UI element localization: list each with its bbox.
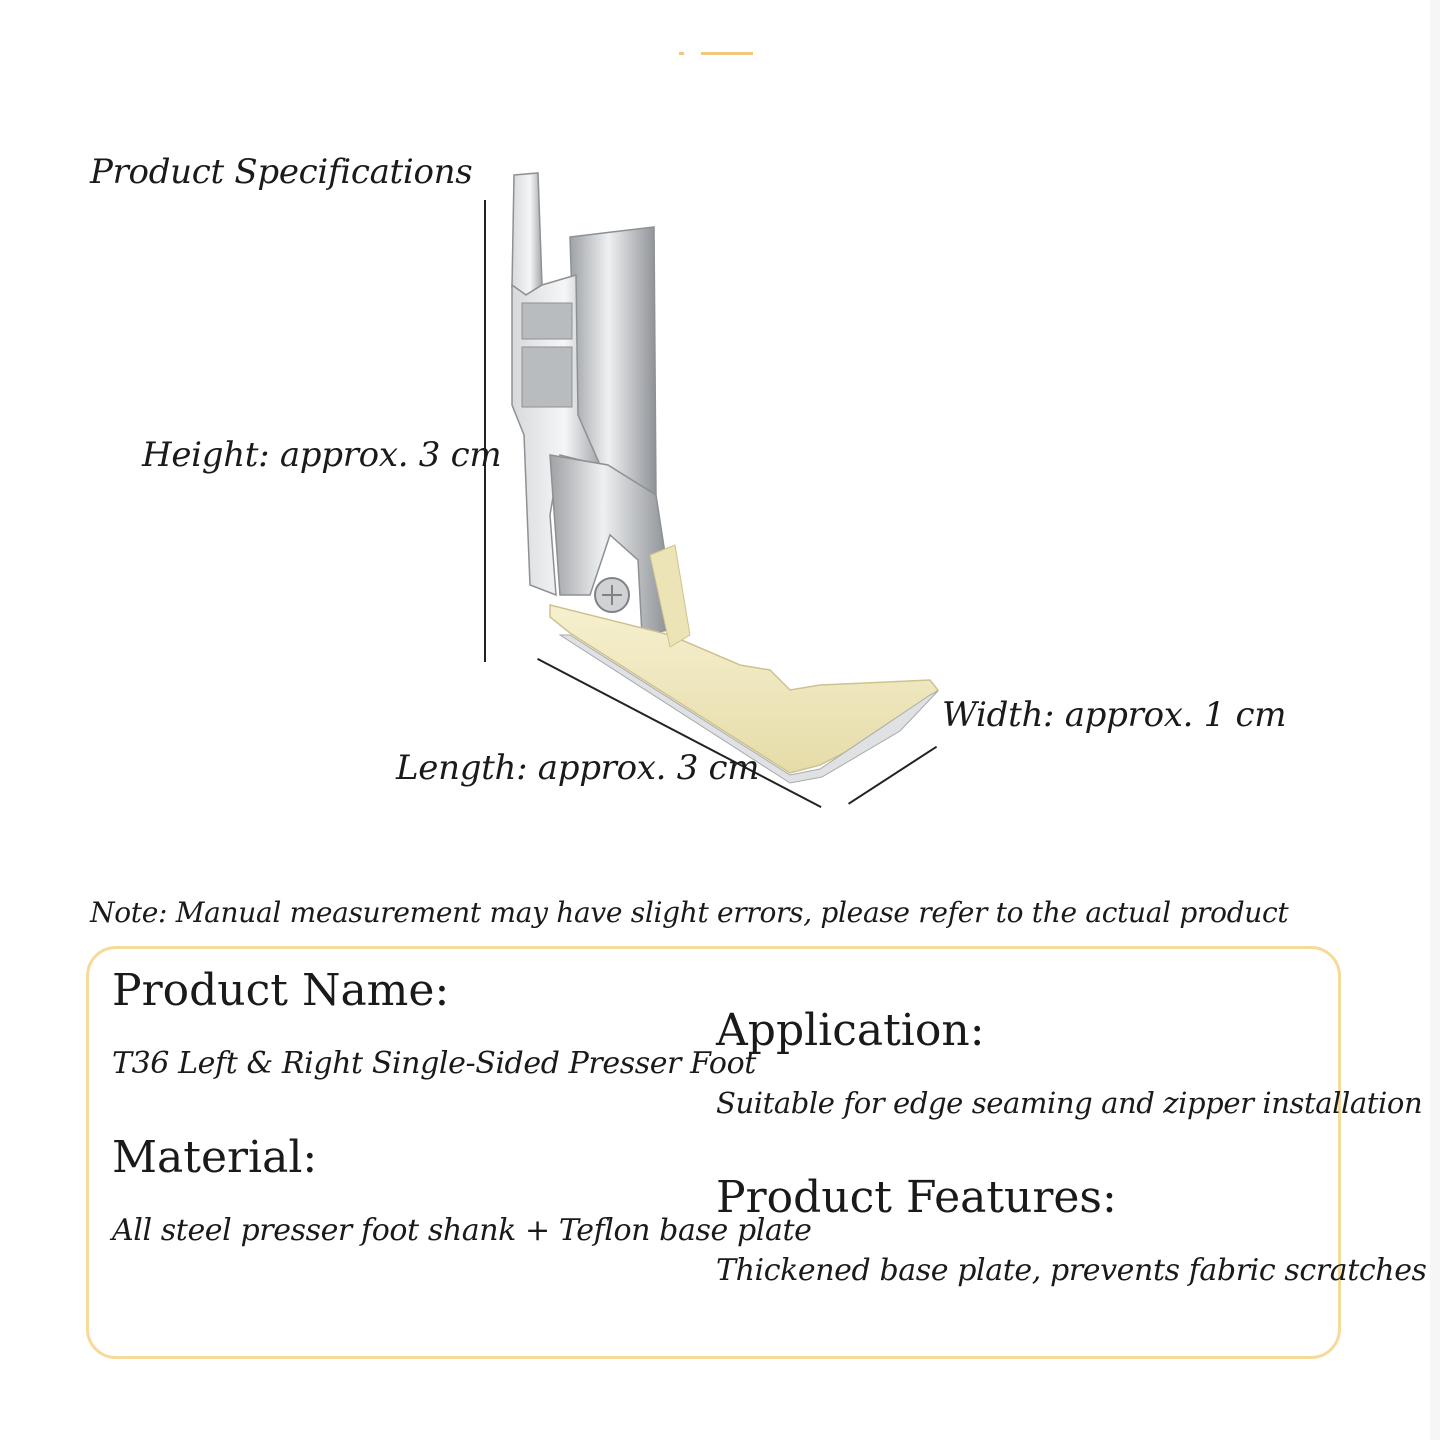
- product-details-panel: [86, 946, 1341, 1359]
- shank-left-prong: [511, 172, 543, 296]
- teflon-sole: [549, 604, 940, 774]
- product-name-heading: Product Name:: [112, 965, 450, 1016]
- width-label: Width: approx. 1 cm: [942, 695, 1287, 735]
- application-value: Suitable for edge seaming and zipper ins…: [716, 1086, 1423, 1120]
- steel-base-edge: [558, 634, 939, 784]
- features-heading: Product Features:: [716, 1172, 1117, 1223]
- material-heading: Material:: [112, 1132, 318, 1183]
- page-edge: [1430, 0, 1440, 1440]
- application-heading: Application:: [716, 1005, 985, 1056]
- measurement-note: Note: Manual measurement may have slight…: [90, 896, 1289, 929]
- product-name-value: T36 Left & Right Single-Sided Presser Fo…: [112, 1046, 756, 1081]
- height-dimension-line: [484, 200, 486, 662]
- accent-bar: [701, 52, 753, 55]
- features-value: Thickened base plate, prevents fabric sc…: [716, 1253, 1427, 1288]
- length-label: Length: approx. 3 cm: [396, 748, 760, 788]
- presser-foot-image: [511, 172, 940, 784]
- accent-dot: [679, 52, 684, 55]
- height-label: Height: approx. 3 cm: [142, 435, 502, 475]
- material-value: All steel presser foot shank + Teflon ba…: [112, 1213, 812, 1248]
- page-title: Product Specifications: [90, 152, 473, 192]
